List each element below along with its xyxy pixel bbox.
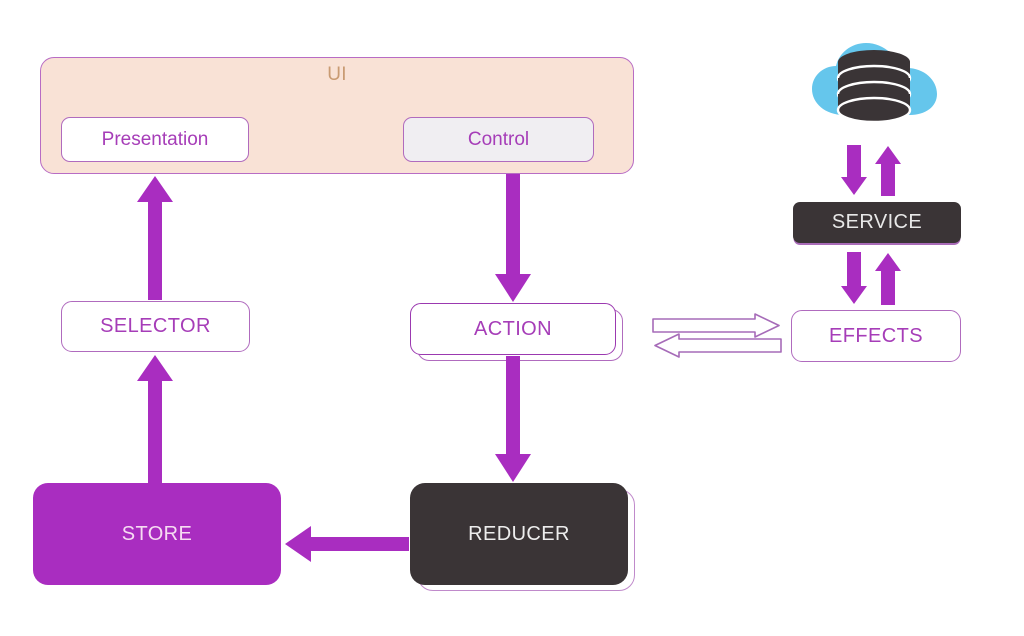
cloud-database-icon-group — [800, 35, 955, 140]
control-label: Control — [467, 128, 530, 150]
selector-label: SELECTOR — [100, 315, 211, 337]
presentation-label: Presentation — [101, 128, 209, 150]
store-label: STORE — [121, 522, 193, 545]
arrow-service-to-effects — [840, 252, 868, 306]
control-node[interactable]: Control — [403, 117, 594, 162]
arrow-action-to-reducer — [491, 356, 535, 484]
action-label: ACTION — [474, 317, 552, 340]
arrow-effects-to-service — [874, 252, 902, 306]
arrow-action-to-effects — [652, 313, 782, 339]
store-node[interactable]: STORE — [33, 483, 281, 585]
arrow-control-to-action — [491, 174, 535, 304]
arrow-effects-to-action — [652, 333, 782, 359]
reducer-node[interactable]: REDUCER — [410, 483, 628, 585]
presentation-node[interactable]: Presentation — [61, 117, 249, 162]
arrow-database-to-service — [840, 145, 868, 197]
arrow-service-to-database — [874, 145, 902, 197]
reducer-label: REDUCER — [468, 522, 570, 545]
service-label: SERVICE — [831, 211, 923, 233]
effects-node[interactable]: EFFECTS — [791, 310, 961, 362]
arrow-reducer-to-store — [283, 522, 411, 566]
selector-node[interactable]: SELECTOR — [61, 301, 250, 352]
effects-label: EFFECTS — [829, 324, 923, 347]
arrow-store-to-selector — [133, 353, 177, 484]
database-icon — [836, 50, 912, 124]
ui-group-label: UI — [327, 64, 347, 85]
service-node[interactable]: SERVICE — [793, 202, 961, 243]
arrow-selector-to-presentation — [133, 174, 177, 302]
action-node[interactable]: ACTION — [410, 303, 616, 355]
